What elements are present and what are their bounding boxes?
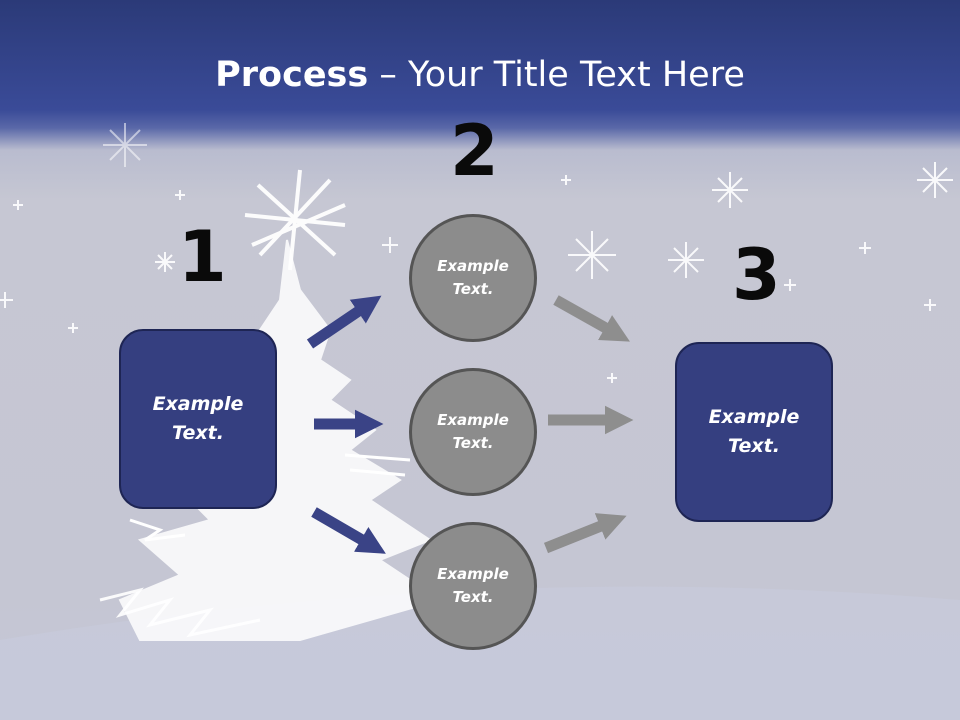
tree-star-icon xyxy=(244,169,346,271)
left-process-box: Example Text. xyxy=(119,329,277,509)
bottom-circle: Example Text. xyxy=(409,522,537,650)
arrow-bottom-to-right-box xyxy=(543,513,627,554)
middle-circle-text: Example Text. xyxy=(437,411,509,452)
left-box-text: Example Text. xyxy=(152,393,244,444)
arrow-to-bottom-circle xyxy=(311,507,386,554)
slide-title: Process – Your Title Text Here xyxy=(0,52,960,98)
top-circle-text: Example Text. xyxy=(437,257,509,298)
top-circle: Example Text. xyxy=(409,214,537,342)
step-number-1: 1 xyxy=(178,216,227,298)
right-box-text: Example Text. xyxy=(708,406,800,457)
title-rest: – Your Title Text Here xyxy=(368,55,745,95)
step-number-3: 3 xyxy=(732,234,781,316)
middle-circle: Example Text. xyxy=(409,368,537,496)
step-number-2: 2 xyxy=(450,110,499,192)
title-bold-part: Process xyxy=(215,55,369,95)
snowflake-icons xyxy=(0,123,953,383)
bottom-circle-text: Example Text. xyxy=(437,565,509,606)
arrow-top-to-right-box xyxy=(553,295,630,342)
arrow-to-top-circle xyxy=(306,295,382,349)
right-process-box: Example Text. xyxy=(675,342,833,522)
